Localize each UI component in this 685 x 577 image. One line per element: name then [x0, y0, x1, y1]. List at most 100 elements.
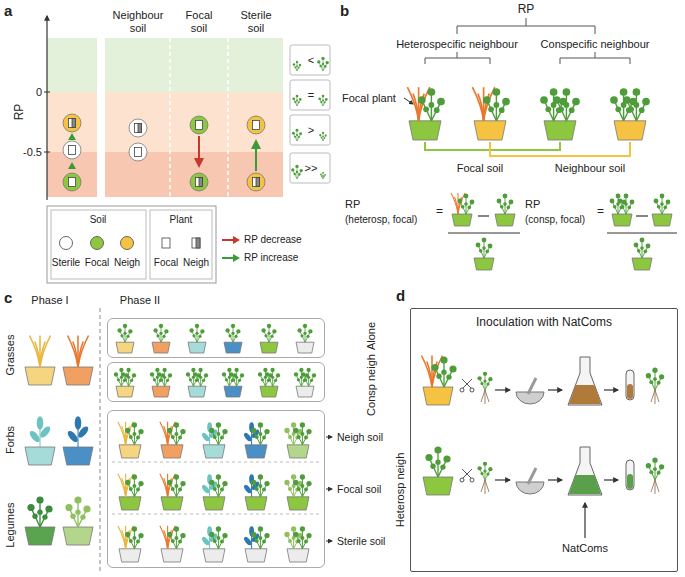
tick [44, 92, 50, 93]
leaf [199, 376, 202, 379]
potted-plants [423, 446, 453, 495]
decrease-arrow [198, 136, 200, 166]
leaf [120, 334, 123, 337]
leaf [558, 106, 564, 112]
leaf [319, 65, 322, 68]
leaf [127, 376, 130, 379]
leaf [136, 488, 140, 492]
row-arrow [326, 541, 332, 542]
grass-blade [160, 526, 168, 549]
leaf [291, 474, 296, 479]
leaf [180, 481, 185, 486]
plant-icon-half [256, 178, 260, 187]
potted-plants [152, 324, 170, 353]
leaf [499, 107, 505, 113]
column-header: Focal soil [179, 9, 219, 34]
leaf [322, 95, 325, 98]
leaf [304, 488, 308, 492]
y-axis [46, 16, 47, 200]
leaf [553, 96, 561, 104]
grass-plant [407, 87, 429, 121]
leaf [464, 202, 468, 206]
leaf [620, 88, 628, 96]
leaf [569, 107, 575, 113]
leaf [261, 378, 264, 381]
pot [245, 549, 267, 562]
potted-plants [294, 368, 316, 397]
leaf [258, 484, 262, 488]
flask [568, 447, 602, 495]
leaf [294, 101, 296, 103]
leaf [322, 175, 323, 176]
bracket [560, 58, 561, 64]
group-label: Forbs [4, 426, 17, 454]
leaf [610, 96, 618, 104]
leaf [300, 169, 303, 172]
scissors-blade [463, 469, 472, 478]
leaf [298, 173, 301, 176]
flask [568, 357, 602, 405]
potted-plants [201, 526, 228, 562]
panel-b-illustration [404, 18, 677, 270]
legume-plant [225, 324, 240, 342]
row-arrow [326, 489, 332, 490]
leaf [299, 368, 303, 372]
leaf [659, 464, 664, 469]
row-label: Sterile soil [337, 535, 385, 547]
legend-soil-box [51, 210, 146, 279]
leaf [270, 335, 273, 338]
leaf [255, 539, 259, 543]
leaf [132, 484, 136, 488]
potted-plants [116, 324, 134, 353]
pot [152, 342, 170, 353]
scissors-handle [460, 478, 464, 482]
stem [297, 130, 298, 141]
panel-box-title: Inoculation with NatComs [476, 316, 612, 330]
leaf [209, 480, 214, 485]
comparison-box [290, 153, 330, 183]
panel-letter: b [340, 2, 349, 19]
legume-plant [65, 496, 90, 527]
plant-icon-half [199, 178, 203, 187]
plant-icon [69, 146, 76, 155]
potted-plants [632, 238, 652, 270]
leaf [227, 368, 231, 372]
tick [44, 152, 50, 153]
root [485, 480, 489, 492]
leaf [32, 514, 37, 519]
legend-label: Focal [154, 257, 178, 269]
pot [25, 527, 55, 545]
leaf [425, 454, 432, 461]
leaf [654, 199, 659, 204]
leaf [486, 382, 489, 385]
leaf [153, 328, 157, 332]
leaf [220, 488, 224, 492]
potted-plants [186, 368, 208, 397]
leaf [171, 435, 175, 439]
pot [203, 549, 225, 562]
increase-triangle [68, 162, 76, 169]
pot [63, 447, 93, 465]
axis-title: RP [13, 104, 27, 121]
plant-icon-half [138, 124, 142, 133]
leaf [497, 199, 502, 204]
leaf [132, 432, 136, 436]
phase-label: Phase II [120, 294, 160, 307]
leaf [300, 474, 305, 479]
leaf [294, 67, 296, 69]
leaf [178, 488, 182, 492]
leaf [434, 107, 440, 113]
scissors-handle [460, 388, 464, 392]
leaf [307, 376, 310, 379]
plant-icon [192, 238, 200, 248]
pot [423, 387, 453, 405]
leaf [324, 101, 326, 103]
leaf [628, 206, 632, 210]
leaf [132, 474, 137, 479]
potted-plants [474, 238, 494, 270]
leaf [564, 102, 570, 108]
grass-blade [118, 422, 126, 445]
soil-link [490, 142, 630, 156]
leaf [80, 514, 85, 519]
plant-icon [253, 178, 260, 187]
